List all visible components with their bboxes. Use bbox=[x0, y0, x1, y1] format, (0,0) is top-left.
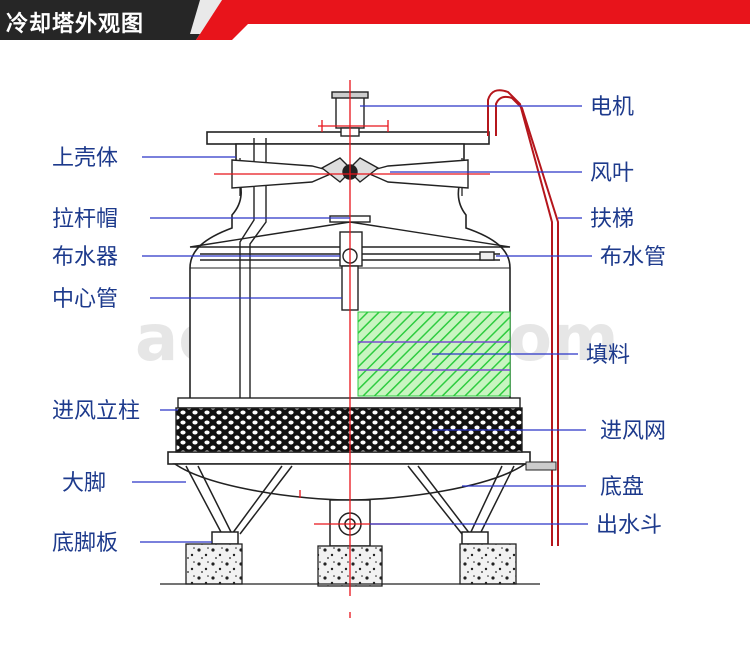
header-banner bbox=[0, 0, 750, 40]
labels: 电机 上壳体 风叶 拉杆帽 扶梯 布水器 布水管 中心管 填料 进风立柱 进风网… bbox=[52, 95, 666, 556]
label-center-pipe: 中心管 bbox=[52, 287, 118, 312]
fill-layer-lines bbox=[358, 341, 510, 371]
label-upper-shell: 上壳体 bbox=[52, 146, 118, 171]
label-inlet-column: 进风立柱 bbox=[52, 399, 140, 424]
label-basin: 底盘 bbox=[600, 475, 644, 500]
page-title: 冷却塔外观图 bbox=[6, 12, 145, 37]
label-ladder: 扶梯 bbox=[590, 207, 634, 232]
label-sprinkler: 布水器 bbox=[52, 245, 118, 270]
label-water-pipe: 布水管 bbox=[600, 245, 666, 270]
inlet-mesh bbox=[175, 397, 523, 453]
label-tie-rod-cap: 拉杆帽 bbox=[52, 207, 118, 232]
label-foot-plate: 底脚板 bbox=[52, 531, 118, 556]
label-leg: 大脚 bbox=[62, 471, 106, 496]
legs bbox=[185, 465, 515, 545]
leader-lines bbox=[132, 105, 592, 543]
label-fan-blade: 风叶 bbox=[590, 161, 634, 186]
label-fill: 填料 bbox=[586, 343, 630, 368]
label-inlet-mesh: 进风网 bbox=[600, 419, 666, 444]
label-motor: 电机 bbox=[590, 95, 634, 120]
basin-rim bbox=[167, 451, 531, 465]
ladder bbox=[487, 89, 559, 546]
label-outlet: 出水斗 bbox=[596, 513, 662, 538]
foundation bbox=[185, 543, 517, 587]
